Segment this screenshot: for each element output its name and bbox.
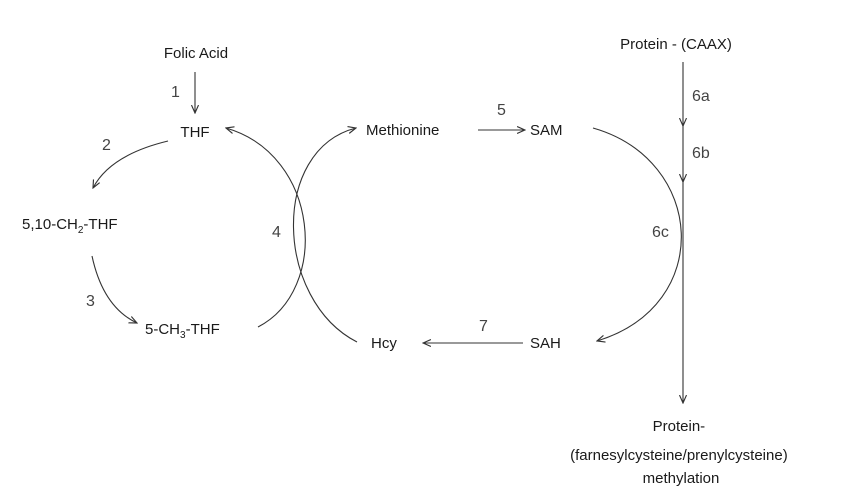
node-methylene-thf-subscript: 2 (78, 225, 84, 236)
node-hcy: Hcy (371, 335, 397, 352)
arrow-methylene-thf-to-methyl-thf (91, 255, 137, 323)
node-protein-methylation-line-3: methylation (643, 470, 720, 487)
node-folic-acid: Folic Acid (164, 45, 228, 62)
node-protein-methylation-line-2: (farnesylcysteine/prenylcysteine) (570, 447, 788, 464)
arrow-methyl-thf-to-thf (226, 128, 306, 328)
step-label-6c: 6c (652, 224, 669, 241)
arrow-thf-to-methylene-thf (93, 140, 169, 188)
step-label-4: 4 (272, 224, 281, 241)
arrow-hcy-to-methionine (293, 128, 357, 343)
step-label-7: 7 (479, 318, 488, 335)
node-thf: THF (180, 124, 209, 141)
step-label-2: 2 (102, 137, 111, 154)
step-label-6a: 6a (692, 88, 710, 105)
node-protein-caax: Protein - (CAAX) (620, 36, 732, 53)
node-methionine: Methionine (366, 122, 439, 139)
step-label-3: 3 (86, 293, 95, 310)
step-label-6b: 6b (692, 145, 710, 162)
node-methyl-thf: 5-CH3-THF (145, 321, 220, 341)
node-methyl-thf-suffix: -THF (186, 321, 220, 338)
step-label-1: 1 (171, 84, 180, 101)
node-methylene-thf-suffix: -THF (83, 216, 117, 233)
node-sah: SAH (530, 335, 561, 352)
node-methyl-thf-prefix: 5-CH (145, 321, 180, 338)
arrow-sam-to-sah (592, 127, 682, 341)
node-protein-methylation: Protein- (farnesylcysteine/prenylcystein… (570, 418, 792, 487)
node-protein-methylation-line-1: Protein- (653, 418, 706, 435)
node-sam: SAM (530, 122, 563, 139)
step-label-5: 5 (497, 102, 506, 119)
node-methyl-thf-subscript: 3 (180, 330, 186, 341)
node-methylene-thf-prefix: 5,10-CH (22, 216, 78, 233)
node-methylene-thf: 5,10-CH2-THF (22, 216, 118, 236)
